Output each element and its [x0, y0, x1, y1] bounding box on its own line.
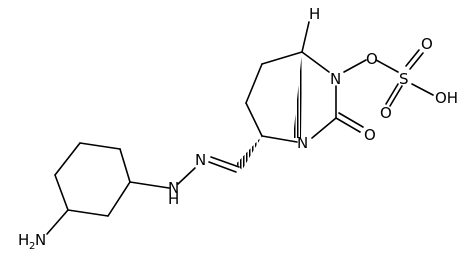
atom-o-sulfonyl-bottom: O	[380, 104, 392, 122]
atom-nh-n: N	[168, 179, 179, 197]
ring-bond-2	[79, 142, 121, 150]
bond-n-o	[343, 59, 367, 73]
bond-ch-n-b	[208, 161, 237, 173]
bond-nh-ring	[129, 181, 170, 189]
bond-o-s	[375, 59, 399, 73]
bond-s-o-top-a	[405, 49, 420, 67]
hashed-bridge-bond	[293, 52, 302, 138]
atom-n-ring: N	[330, 70, 341, 88]
bond-s-oh	[411, 83, 434, 96]
bond-s-o-top-b	[409, 52, 424, 70]
bond-ch-n-a	[210, 156, 240, 168]
bond-c2-c3	[245, 63, 263, 104]
amine-subscript: 2	[29, 241, 35, 252]
bond-s-o-bottom-a	[385, 83, 399, 105]
amine-n: N	[35, 231, 46, 249]
bond-c1-c2	[261, 51, 303, 65]
bond-carbonyl-oxygen-a	[335, 117, 361, 133]
ring-bond-1	[119, 148, 131, 183]
ring-bond-6	[107, 181, 131, 217]
bond-c1-h	[301, 21, 310, 53]
atom-o-sulfonyl-top: O	[421, 35, 433, 53]
bond-n-nh	[177, 167, 196, 185]
amine-h: H	[18, 231, 29, 249]
bond-c1-n-ring	[301, 51, 330, 73]
ring-bond-4	[54, 174, 69, 211]
bond-c3-c4	[245, 102, 263, 137]
atom-n-bridge: N	[297, 134, 308, 152]
bond-carbonyl-oxygen-b	[338, 112, 364, 128]
atom-oh: OH	[435, 89, 458, 107]
hashed-sidechain-bond	[236, 136, 262, 170]
bond-ring-amine	[46, 209, 69, 235]
bond-carbonyl-n-bridge	[311, 117, 337, 139]
atom-o-ester: O	[366, 50, 378, 68]
atom-n-imine: N	[195, 151, 206, 169]
bond-c4-n-bridge	[261, 135, 298, 143]
ring-bond-3	[54, 142, 81, 176]
atom-h-top: H	[309, 5, 320, 23]
atom-nh-h: H	[168, 190, 179, 208]
atom-o-carbonyl: O	[364, 126, 376, 144]
ring-bond-5	[67, 209, 109, 217]
atom-s: S	[399, 70, 409, 88]
bond-s-o-bottom-b	[389, 85, 403, 107]
